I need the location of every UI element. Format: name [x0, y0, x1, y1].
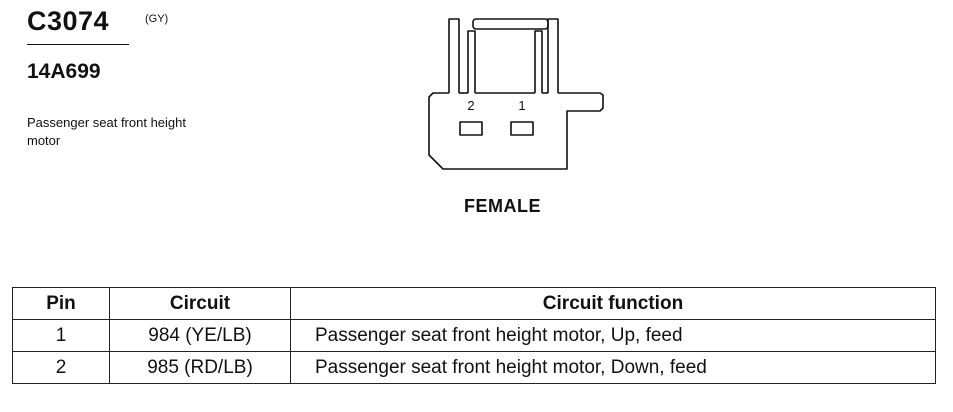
header-circuit-function: Circuit function: [290, 287, 936, 320]
header-circuit: Circuit: [109, 287, 291, 320]
pin-label-2: 2: [467, 98, 474, 113]
connector-left-rail: [448, 18, 460, 93]
connector-face-diagram: 2 1: [428, 18, 604, 170]
connector-left-post: [467, 30, 476, 93]
cell-pin: 2: [12, 351, 110, 384]
cell-circuit: 984 (YE/LB): [109, 319, 291, 352]
connector-right-post: [534, 30, 543, 93]
cell-circuit: 985 (RD/LB): [109, 351, 291, 384]
connector-color: (GY): [145, 13, 169, 25]
connector-lock-tab: [472, 18, 549, 30]
connector-code: C3074: [27, 6, 110, 36]
pin-cavity-2: [459, 121, 483, 136]
connector-description: Passenger seat front height motor: [27, 115, 186, 148]
connector-gender: FEMALE: [464, 196, 541, 216]
part-number: 14A699: [27, 60, 101, 83]
cell-pin: 1: [12, 319, 110, 352]
cell-function: Passenger seat front height motor, Down,…: [290, 351, 936, 384]
connector-right-rail: [547, 18, 559, 93]
pinout-table: Pin Circuit Circuit function 1 984 (YE/L…: [12, 287, 936, 384]
connector-body: [428, 92, 604, 170]
pin-label-1: 1: [518, 98, 525, 113]
table-header-row: Pin Circuit Circuit function: [12, 287, 936, 320]
header-pin: Pin: [12, 287, 110, 320]
pin-cavity-1: [510, 121, 534, 136]
title-underline: [27, 44, 129, 45]
table-row: 2 985 (RD/LB) Passenger seat front heigh…: [12, 351, 936, 384]
cell-function: Passenger seat front height motor, Up, f…: [290, 319, 936, 352]
table-row: 1 984 (YE/LB) Passenger seat front heigh…: [12, 319, 936, 352]
